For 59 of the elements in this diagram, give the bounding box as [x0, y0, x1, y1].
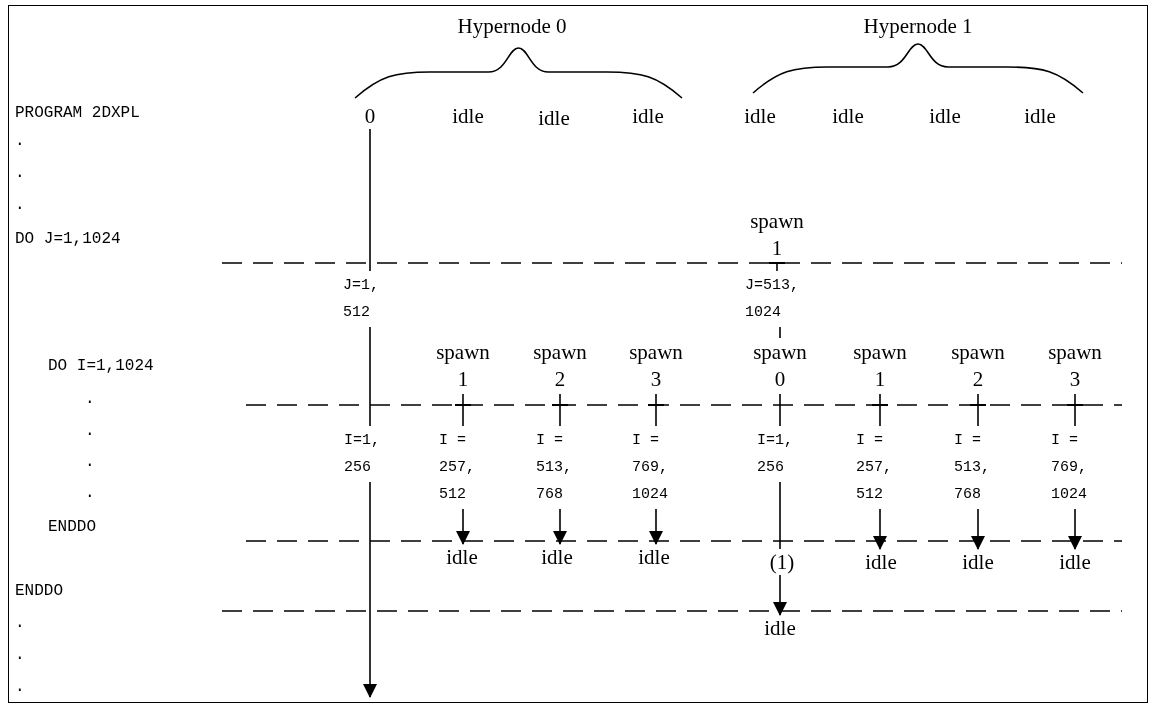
- loop-range-label: I=1, 256: [757, 427, 813, 481]
- code-line: .: [85, 389, 95, 410]
- code-line: .: [15, 131, 25, 152]
- connector-arrow: [649, 508, 663, 545]
- loop-range-label: I = 513, 768: [954, 427, 1010, 508]
- code-line: .: [15, 163, 25, 184]
- group-heading: Hypernode 0: [457, 14, 567, 38]
- loop-range-label: I = 257, 512: [439, 427, 495, 508]
- state-label: idle: [764, 616, 796, 640]
- connector-arrow: [773, 574, 787, 616]
- connector-arrow: [1068, 508, 1082, 550]
- loop-range-label: I = 513, 768: [536, 427, 592, 508]
- connector-arrow: [363, 481, 377, 698]
- code-line: .: [15, 645, 25, 666]
- state-label: idle: [632, 104, 664, 128]
- code-line: .: [15, 677, 25, 698]
- state-label: idle: [1059, 550, 1091, 574]
- code-line: .: [15, 613, 25, 634]
- loop-range-label: I = 257, 512: [856, 427, 912, 508]
- loop-range-label: I=1, 256: [344, 427, 400, 481]
- code-line: PROGRAM 2DXPL: [15, 103, 140, 124]
- code-line: DO J=1,1024: [15, 229, 121, 250]
- state-label: idle: [541, 545, 573, 569]
- connector-arrow: [971, 508, 985, 550]
- state-label: idle: [865, 550, 897, 574]
- spawn-label: spawn 2: [945, 339, 1011, 393]
- loop-range-label: I = 769, 1024: [1051, 427, 1107, 508]
- state-label: idle: [744, 104, 776, 128]
- code-line: ENDDO: [15, 581, 63, 602]
- state-label: idle: [929, 104, 961, 128]
- spawn-label: spawn 1: [430, 339, 496, 393]
- spawn-label: spawn 2: [527, 339, 593, 393]
- state-label: idle: [962, 550, 994, 574]
- connector-arrow: [873, 508, 887, 550]
- state-label: (1): [769, 550, 795, 574]
- code-line: .: [15, 195, 25, 216]
- state-label: idle: [452, 104, 484, 128]
- state-label: idle: [638, 545, 670, 569]
- code-line: DO I=1,1024: [48, 356, 154, 377]
- loop-range-label: I = 769, 1024: [632, 427, 688, 508]
- spawn-label: spawn 3: [623, 339, 689, 393]
- group-heading: Hypernode 1: [863, 14, 973, 38]
- loop-range-label: J=1, 512: [343, 272, 399, 326]
- code-line: .: [85, 483, 95, 504]
- state-label: idle: [1024, 104, 1056, 128]
- code-line: ENDDO: [48, 517, 96, 538]
- state-label: idle: [446, 545, 478, 569]
- spawn-label: spawn 3: [1042, 339, 1108, 393]
- spawn-label: spawn 0: [747, 339, 813, 393]
- connector-arrow: [456, 508, 470, 545]
- state-label: idle: [538, 106, 570, 130]
- code-line: .: [85, 421, 95, 442]
- loop-range-label: J=513, 1024: [745, 272, 801, 326]
- state-label: idle: [832, 104, 864, 128]
- code-line: .: [85, 452, 95, 473]
- spawn-label: spawn 1: [744, 208, 810, 262]
- processor-label: 0: [364, 104, 376, 128]
- connector-arrow: [553, 508, 567, 545]
- spawn-label: spawn 1: [847, 339, 913, 393]
